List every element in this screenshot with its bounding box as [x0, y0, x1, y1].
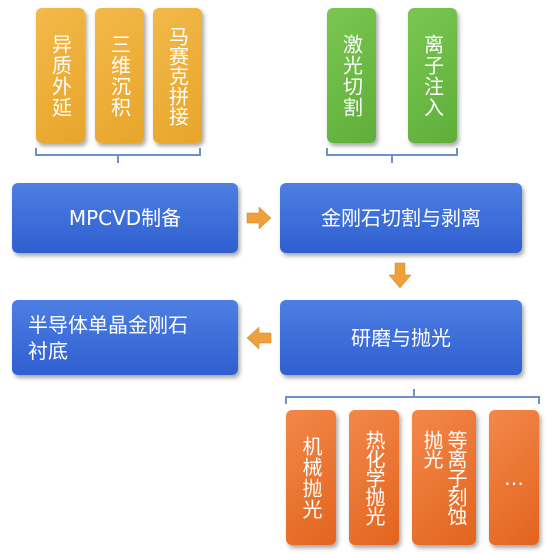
arrow-left-icon: [246, 326, 272, 350]
polish-method-label: 热化学抛光: [362, 430, 386, 525]
cutting-method-label: 激光切割: [339, 33, 364, 118]
growth-method-mosaic: 马赛克拼接: [153, 8, 202, 143]
growth-method-heteroepitaxy: 异质外延: [36, 8, 85, 143]
step-mpcvd-label: MPCVD制备: [68, 206, 182, 230]
growth-bracket: [35, 148, 201, 163]
polish-method-mechanical: 机械抛光: [286, 410, 336, 545]
polish-method-label: 等离子刻蚀抛光: [420, 429, 468, 525]
step-grind-polish-label: 研磨与抛光: [351, 325, 451, 350]
polish-method-label: 机械抛光: [299, 435, 323, 520]
growth-method-label: 异质外延: [48, 33, 73, 118]
growth-method-3d-deposition: 三维沉积: [95, 8, 144, 143]
growth-method-label: 三维沉积: [107, 33, 132, 118]
step-cut-peel: 金刚石切割与剥离: [280, 183, 522, 253]
step-mpcvd: MPCVD制备: [12, 183, 238, 253]
step-grind-polish: 研磨与抛光: [280, 300, 522, 375]
polish-method-more: …: [489, 410, 539, 545]
step-substrate-label: 半导体单晶金刚石 衬底: [28, 312, 188, 363]
polish-bracket: [285, 389, 540, 404]
arrow-right-icon: [246, 206, 272, 230]
cutting-method-ion-implant: 离子注入: [408, 8, 457, 143]
polish-method-thermochemical: 热化学抛光: [349, 410, 399, 545]
cutting-method-laser: 激光切割: [327, 8, 376, 143]
polish-method-label: …: [504, 465, 524, 490]
polish-method-plasma-etch: 等离子刻蚀抛光: [412, 410, 476, 545]
step-substrate: 半导体单晶金刚石 衬底: [12, 300, 238, 375]
cutting-bracket: [326, 148, 458, 163]
growth-method-label: 马赛克拼接: [165, 25, 190, 126]
cutting-method-label: 离子注入: [420, 33, 445, 118]
arrow-down-icon: [388, 262, 412, 289]
step-cut-peel-label: 金刚石切割与剥离: [321, 206, 481, 230]
